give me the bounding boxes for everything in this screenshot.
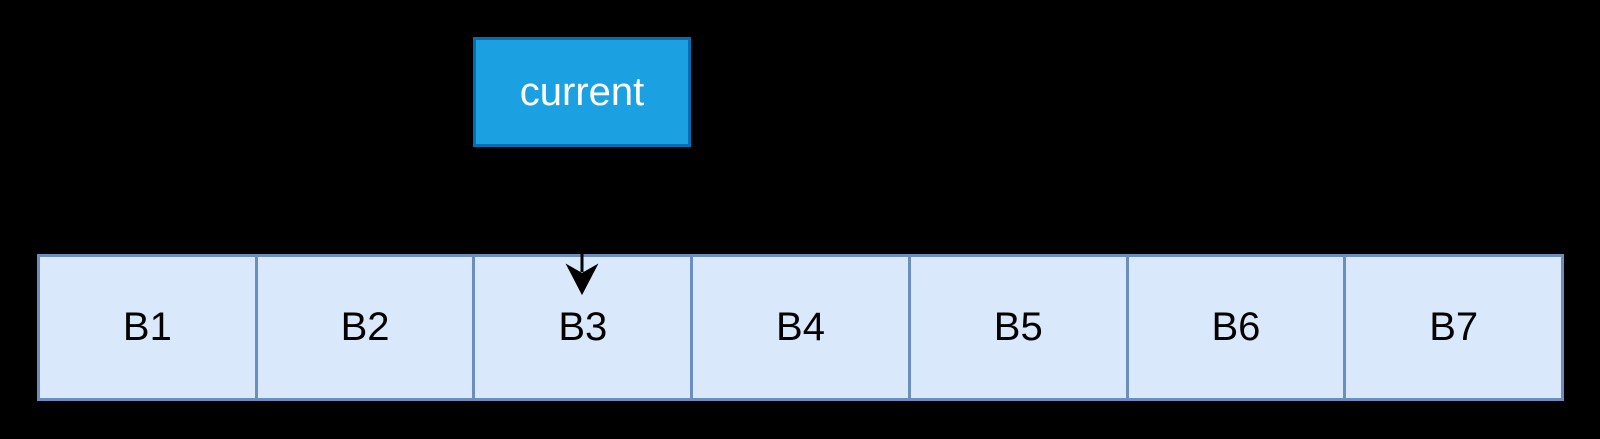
block-label: B6 xyxy=(1211,305,1261,349)
block-b6: B6 xyxy=(1128,257,1347,398)
block-b3: B3 xyxy=(475,257,694,398)
current-pointer-box: current xyxy=(473,37,691,147)
blocks-row: B1 B2 B3 B4 B5 B6 B7 xyxy=(37,254,1564,401)
block-label: B7 xyxy=(1429,305,1479,349)
block-b2: B2 xyxy=(257,257,476,398)
current-pointer-label: current xyxy=(519,69,645,114)
block-label: B5 xyxy=(993,305,1043,349)
block-label: B2 xyxy=(340,305,390,349)
block-label: B3 xyxy=(558,305,608,349)
block-label: B4 xyxy=(776,305,825,349)
block-b1: B1 xyxy=(40,257,258,398)
block-b4: B4 xyxy=(693,257,911,398)
block-b7: B7 xyxy=(1346,257,1562,398)
block-b5: B5 xyxy=(910,257,1129,398)
block-label: B1 xyxy=(122,305,172,349)
